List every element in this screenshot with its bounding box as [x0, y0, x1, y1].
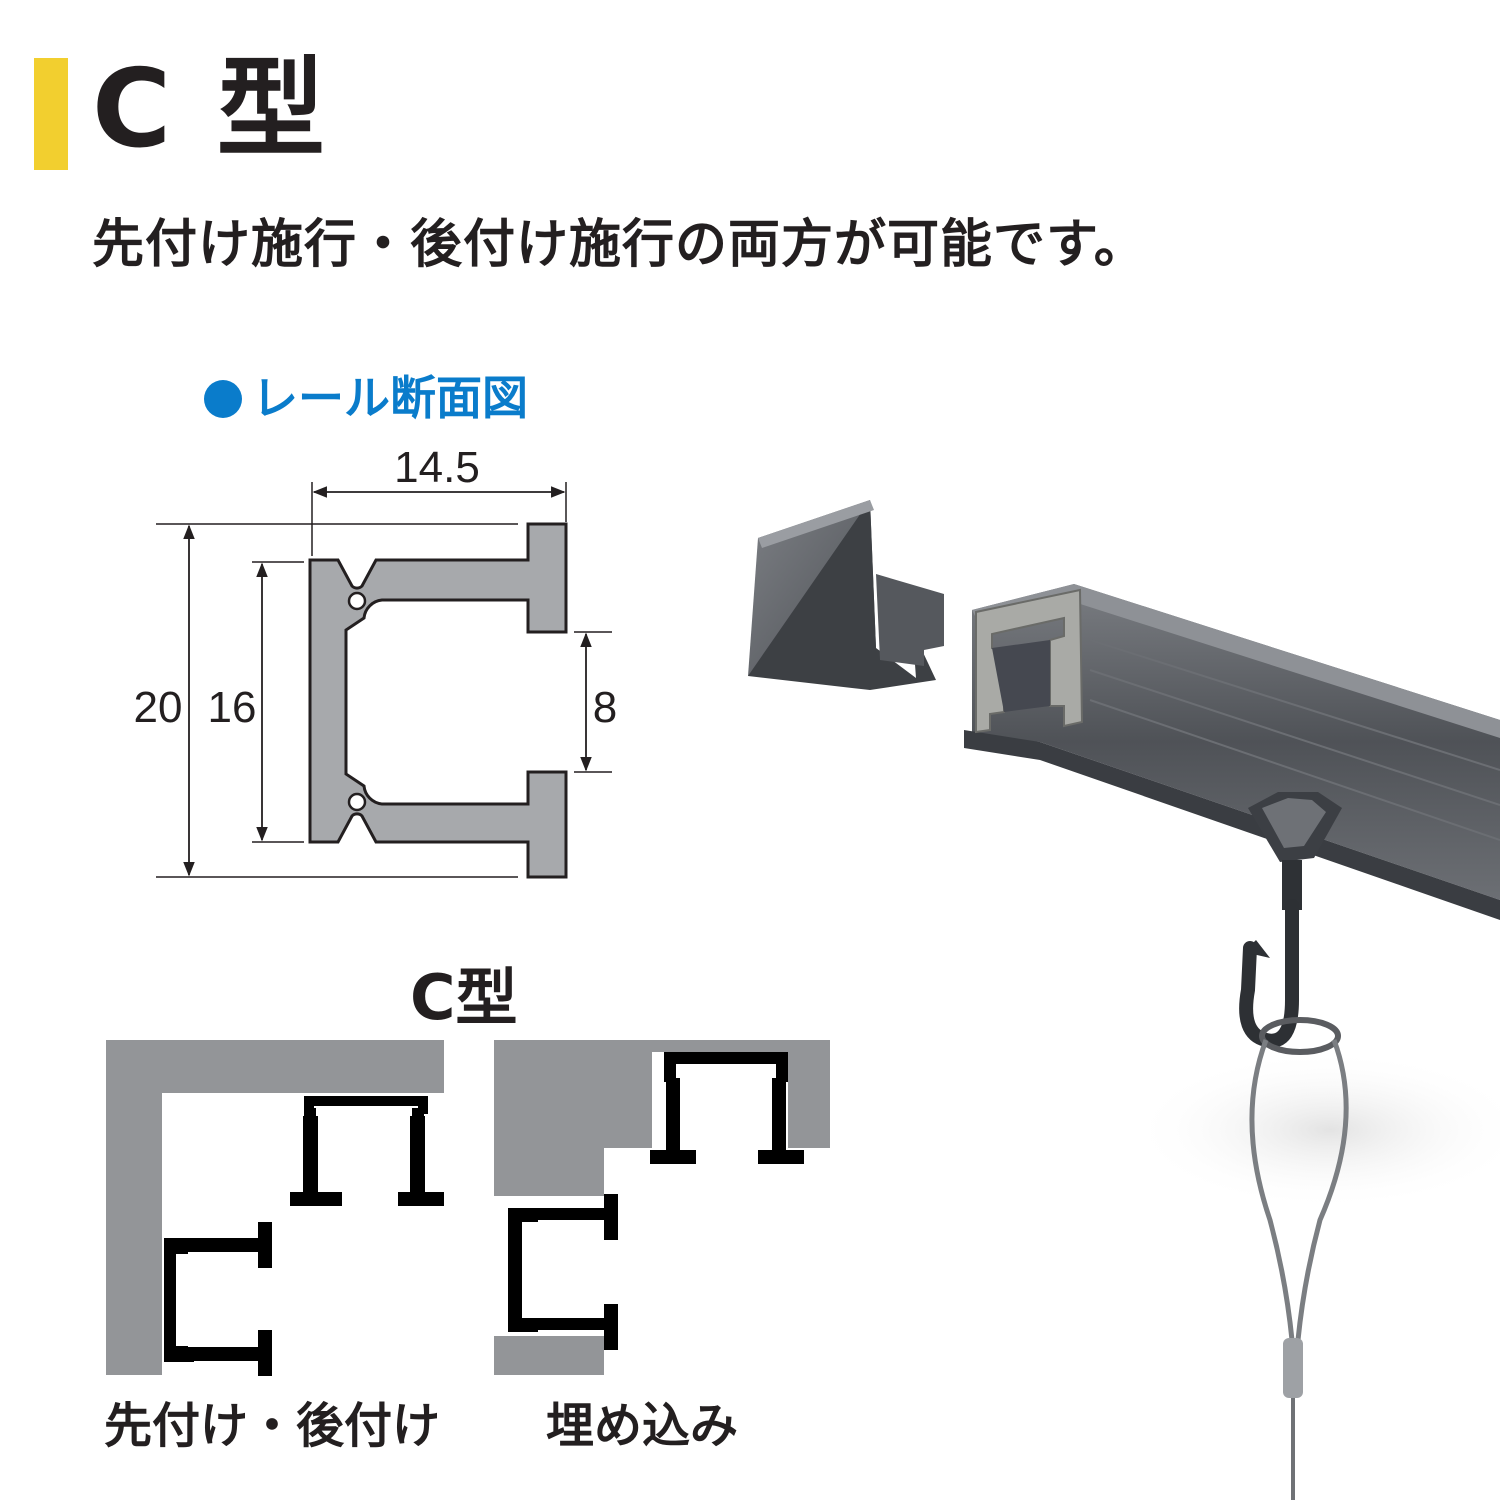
aluminum-rail-icon	[964, 584, 1500, 920]
title-accent-bar	[34, 58, 68, 170]
wall-rail-surface	[164, 1222, 272, 1376]
page-subtitle: 先付け施行・後付け施行の両方が可能です。	[92, 215, 1147, 275]
dim-height-inner-label: 16	[208, 683, 257, 732]
ceiling-rail-surface	[290, 1096, 444, 1206]
surface-mount-diagram	[106, 1040, 444, 1376]
ceiling-rail-embedded	[650, 1052, 804, 1164]
caption-embedded: 埋め込み	[546, 1398, 739, 1454]
dim-opening-label: 8	[593, 683, 617, 732]
section-heading: レール断面図	[204, 368, 528, 428]
ceiling-wall-corner	[106, 1040, 444, 1375]
page-title: C 型	[92, 47, 329, 172]
rail-cross-section-drawing: 14.5 20 16 8	[134, 443, 617, 879]
section-heading-text: レール断面図	[252, 371, 528, 425]
product-photo	[748, 500, 1500, 1500]
rail-end-cap-icon	[748, 500, 944, 690]
caption-surface-mount: 先付け・後付け	[104, 1398, 441, 1454]
dim-height-outer-label: 20	[134, 683, 183, 732]
installation-type-label: C型	[410, 961, 518, 1034]
wall-rail-embedded	[508, 1194, 618, 1350]
bullet-dot-icon	[204, 380, 242, 418]
profile-groove	[347, 792, 367, 812]
profile-groove	[347, 591, 367, 611]
embedded-diagram	[494, 1040, 830, 1375]
dim-width-label: 14.5	[394, 443, 480, 492]
rail-profile-shape	[308, 522, 568, 879]
wire-hanger-icon	[1249, 1017, 1349, 1500]
wall-shadow	[1130, 1050, 1500, 1210]
